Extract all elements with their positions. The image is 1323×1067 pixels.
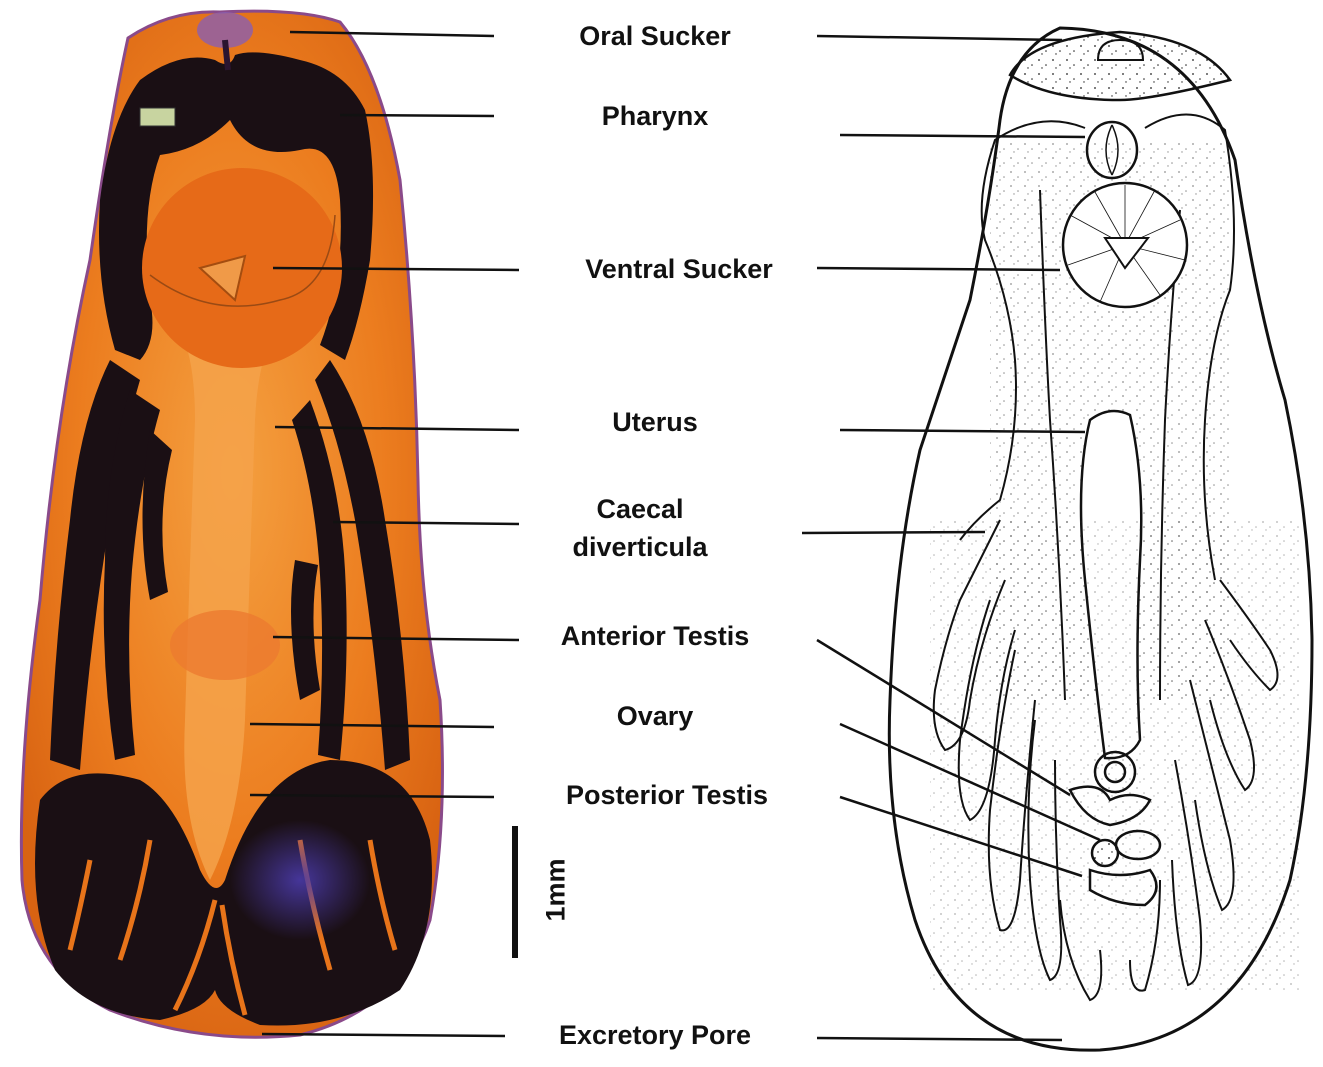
specimen-photo xyxy=(21,11,442,1037)
leader-caecal-right xyxy=(802,532,985,533)
label-ovary: Ovary xyxy=(617,697,694,735)
leader-pharynx-right xyxy=(840,135,1085,137)
label-posterior-testis: Posterior Testis xyxy=(566,776,768,814)
scale-bar-label: 1mm xyxy=(536,850,576,930)
leader-oral-sucker-right xyxy=(817,36,1062,40)
specimen-anterior-testis xyxy=(170,610,280,680)
leader-excretory-pore-right xyxy=(817,1038,1062,1040)
label-pharynx: Pharynx xyxy=(602,97,709,135)
label-anterior-testis: Anterior Testis xyxy=(561,617,750,655)
label-caecal: Caecal xyxy=(596,490,683,528)
scale-bar-text: 1mm xyxy=(541,858,572,921)
label-diverticula: diverticula xyxy=(572,528,707,566)
label-uterus: Uterus xyxy=(612,403,698,441)
label-ventral-sucker: Ventral Sucker xyxy=(585,250,773,288)
label-excretory-pore: Excretory Pore xyxy=(559,1016,751,1054)
leader-pharynx-left xyxy=(340,115,494,116)
label-oral-sucker: Oral Sucker xyxy=(579,17,731,55)
specimen-drawing xyxy=(889,28,1312,1050)
